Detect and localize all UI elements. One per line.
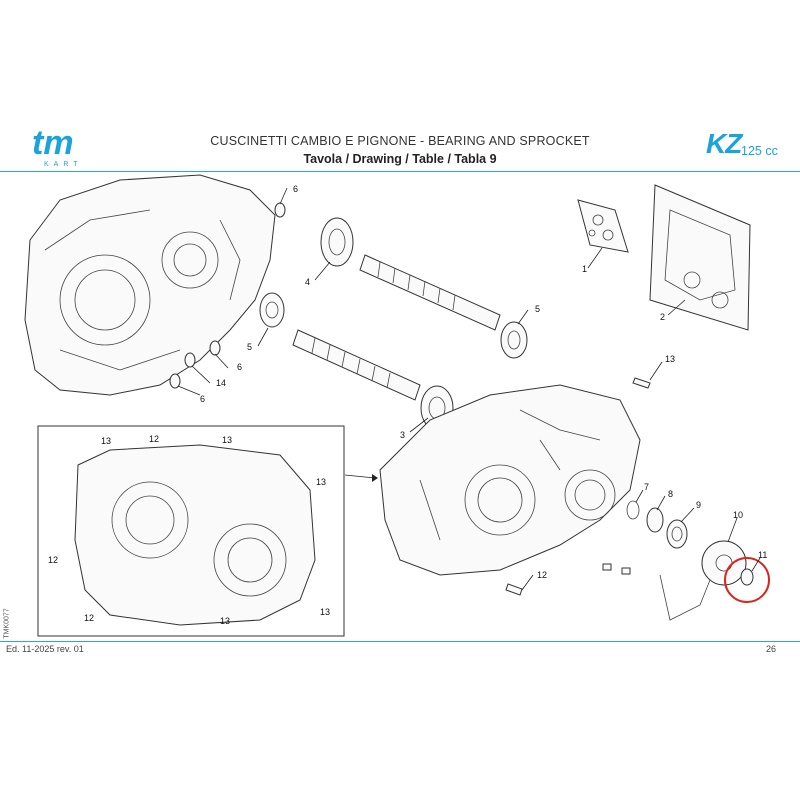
callout-6-top: 6: [293, 184, 298, 194]
logo-brand: tm: [32, 126, 74, 162]
inset-callout-12-b: 12: [48, 555, 58, 565]
crankcase-half-left: [24, 174, 276, 396]
seal-9: [666, 519, 688, 549]
bearing-5-left: [259, 292, 285, 328]
inset-callout-12-c: 12: [84, 613, 94, 623]
bearing-5-right: [500, 321, 528, 359]
callout-14: 14: [216, 378, 226, 388]
callout-6-bottom: 6: [200, 394, 205, 404]
screw-13: [632, 361, 663, 389]
tm-kart-logo: tm KART: [32, 126, 83, 168]
gasket-kit-2: [649, 184, 751, 331]
callout-9: 9: [696, 500, 701, 510]
callout-5-left: 5: [247, 342, 252, 352]
callout-11: 11: [758, 550, 767, 560]
callout-10: 10: [733, 510, 743, 520]
callout-3: 3: [400, 430, 405, 440]
chain: [659, 574, 711, 621]
inset-callout-13-a: 13: [101, 436, 111, 446]
callout-12: 12: [537, 570, 547, 580]
inset-callout-13-c: 13: [316, 477, 326, 487]
shaft-primary: [359, 254, 501, 331]
inset-callout-13-e: 13: [320, 607, 330, 617]
circlip-7: [626, 500, 640, 520]
page-number: 26: [766, 644, 777, 654]
exploded-diagram: 1 2 3 4 5 5 6 6 6 7 8 9 10 11 12 13 14 1…: [24, 174, 770, 637]
small-link-parts: [602, 563, 631, 575]
callout-2: 2: [660, 312, 665, 322]
detail-inset: [37, 425, 378, 637]
gasket-kit-1: [577, 199, 629, 253]
shaft-secondary: [292, 329, 421, 401]
spacer-8: [646, 507, 664, 533]
document-code: TMK0077: [3, 608, 11, 639]
edition-info: Ed. 11-2025 rev. 01: [6, 644, 84, 654]
callout-13: 13: [665, 354, 675, 364]
footer-divider: [0, 641, 800, 642]
model-badge: KZ: [706, 128, 742, 159]
bearing-4: [320, 217, 354, 267]
header-divider: [0, 171, 800, 172]
inset-callout-13-d: 13: [220, 616, 230, 626]
sprocket-10: [701, 540, 747, 586]
callout-5-right: 5: [535, 304, 540, 314]
dowel-pins: [169, 202, 286, 389]
callout-4: 4: [305, 277, 310, 287]
callout-7: 7: [644, 482, 649, 492]
screw-12: [505, 574, 534, 596]
crankcase-half-right: [379, 384, 641, 576]
callout-8: 8: [668, 489, 673, 499]
leader-lines: [177, 187, 761, 572]
inset-callout-13-b: 13: [222, 435, 232, 445]
logo-sub: KART: [44, 161, 83, 168]
callout-6-mid: 6: [237, 362, 242, 372]
inset-callout-12-a: 12: [149, 434, 159, 444]
page-subtitle: Tavola / Drawing / Table / Tabla 9: [303, 152, 497, 166]
nut-11-highlighted: [724, 557, 770, 603]
model-displacement: 125 cc: [741, 144, 778, 158]
callout-1: 1: [582, 264, 587, 274]
page-title: CUSCINETTI CAMBIO E PIGNONE - BEARING AN…: [210, 134, 590, 148]
